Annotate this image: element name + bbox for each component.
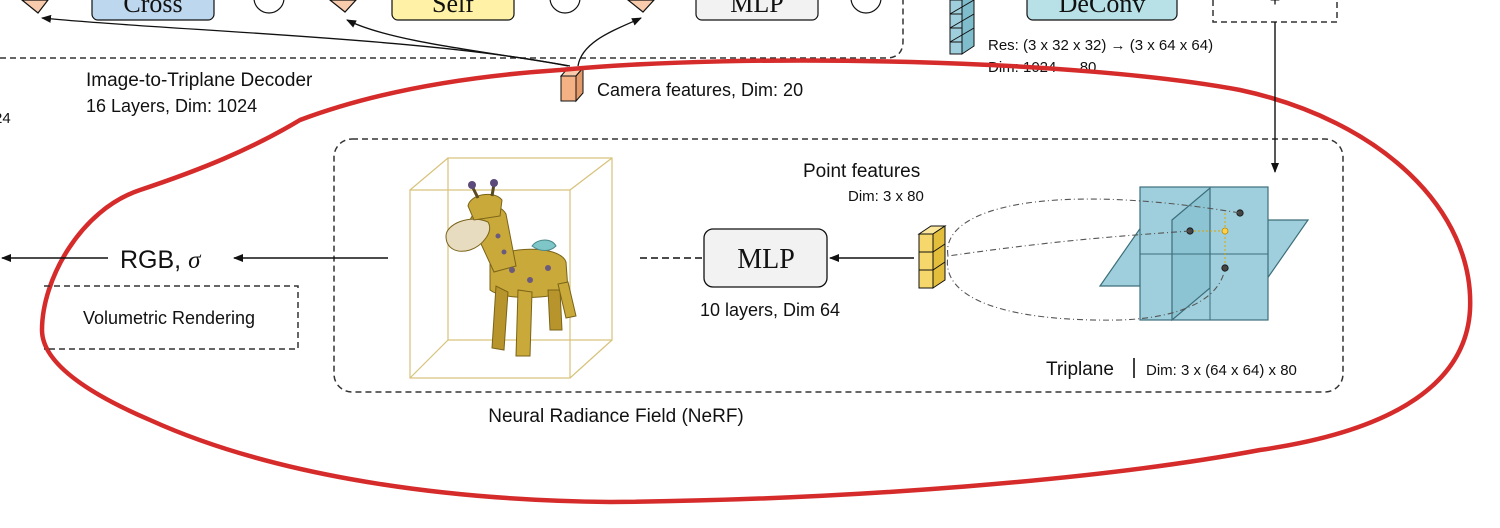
triplane-label: Triplane	[1046, 359, 1114, 380]
camera-to-self-arrow	[346, 19, 571, 67]
volumetric-rendering-label: Volumetric Rendering	[83, 308, 255, 328]
decoder-subtitle: 16 Layers, Dim: 1024	[86, 96, 257, 116]
nerf-title: Neural Radiance Field (NeRF)	[488, 406, 744, 427]
self-input-diamond	[329, 0, 357, 13]
cross-attention-block	[91, 0, 215, 21]
deconv-res-text: Res: (3 x 32 x 32) → (3 x 64 x 64)	[988, 37, 1213, 54]
nerf-mlp-caption: 10 layers, Dim 64	[700, 300, 840, 320]
sigma-label: σ	[188, 247, 202, 274]
cross-input-diamond	[21, 0, 49, 14]
residual-circle-1	[253, 0, 285, 14]
cropped-left-text: 24	[0, 110, 11, 127]
residual-circle-2	[549, 0, 581, 14]
triplane-illustration	[1098, 186, 1310, 322]
camera-to-mlp-arrow	[577, 17, 642, 67]
decoder-container	[0, 0, 904, 59]
self-attention-block	[391, 0, 515, 21]
rgb-label: RGB,	[120, 246, 188, 274]
deconv-feature-stack	[949, 0, 975, 55]
point-feature-stack	[917, 225, 947, 289]
point-features-title: Point features	[803, 161, 920, 182]
point-features-dim: Dim: 3 x 80	[848, 188, 924, 205]
sampling-region-outline	[946, 198, 1241, 321]
self-attention-label: Self	[432, 0, 474, 18]
mlp-block-top-label: MLP	[730, 0, 783, 18]
camera-to-cross-arrow	[41, 14, 569, 67]
mlp-block-top	[695, 0, 819, 21]
nerf-container	[333, 138, 1344, 393]
nerf-mlp-block	[703, 228, 828, 288]
partial-box-text: +	[1270, 0, 1281, 10]
residual-circle-3	[850, 0, 882, 14]
decoder-title: Image-to-Triplane Decoder	[86, 70, 313, 91]
nerf-mlp-label: MLP	[737, 244, 795, 275]
giraffe-render	[409, 157, 613, 379]
volumetric-rendering-box	[44, 285, 299, 350]
deconv-block	[1026, 0, 1178, 21]
triplane-dim: Dim: 3 x (64 x 64) x 80	[1146, 362, 1297, 379]
camera-features-label: Camera features, Dim: 20	[597, 80, 803, 100]
top-row: Cross Self MLP DeConv Res: (3 x 32 x 32)…	[0, 0, 1338, 127]
cross-attention-label: Cross	[123, 0, 182, 18]
red-highlight-loop	[39, 58, 1473, 505]
mlp-input-diamond	[627, 0, 655, 13]
camera-feature-cube	[559, 66, 585, 103]
deconv-label: DeConv	[1059, 0, 1146, 18]
rgb-sigma-output: RGB, σ	[120, 246, 202, 274]
